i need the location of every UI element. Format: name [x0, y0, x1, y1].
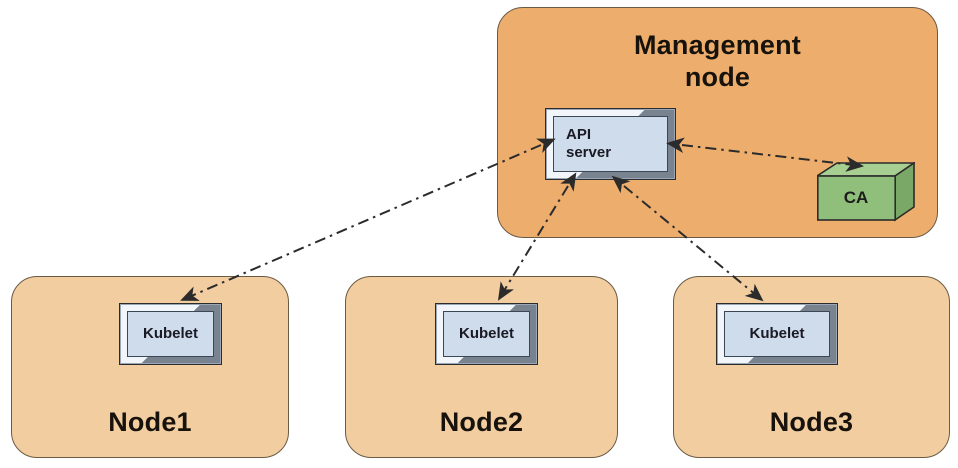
management-node-label: Management node [633, 30, 802, 92]
ca-label: CA [843, 188, 869, 207]
worker-node-2-label: Node2 [439, 407, 524, 438]
worker-node-3-label: Node3 [769, 407, 854, 438]
kubelet-face-node1: Kubelet [127, 311, 214, 357]
kubelet-face-node3: Kubelet [724, 311, 830, 357]
worker-node-1-label: Node1 [108, 407, 192, 438]
kubelet-box-node2[interactable]: Kubelet [435, 303, 538, 365]
ca-cuboid-icon [817, 162, 915, 222]
api-server-box[interactable]: API server [545, 108, 676, 180]
kubelet-box-node3[interactable]: Kubelet [716, 303, 838, 365]
kubelet-box-node1[interactable]: Kubelet [119, 303, 222, 365]
kubelet-label-node2: Kubelet [458, 325, 514, 342]
kubelet-label-node1: Kubelet [142, 325, 198, 342]
api-server-label: API server [566, 126, 612, 161]
api-server-face: API server [553, 116, 668, 172]
kubelet-label-node3: Kubelet [749, 325, 805, 342]
ca-box[interactable]: CA [817, 162, 915, 222]
kubelet-face-node2: Kubelet [443, 311, 530, 357]
